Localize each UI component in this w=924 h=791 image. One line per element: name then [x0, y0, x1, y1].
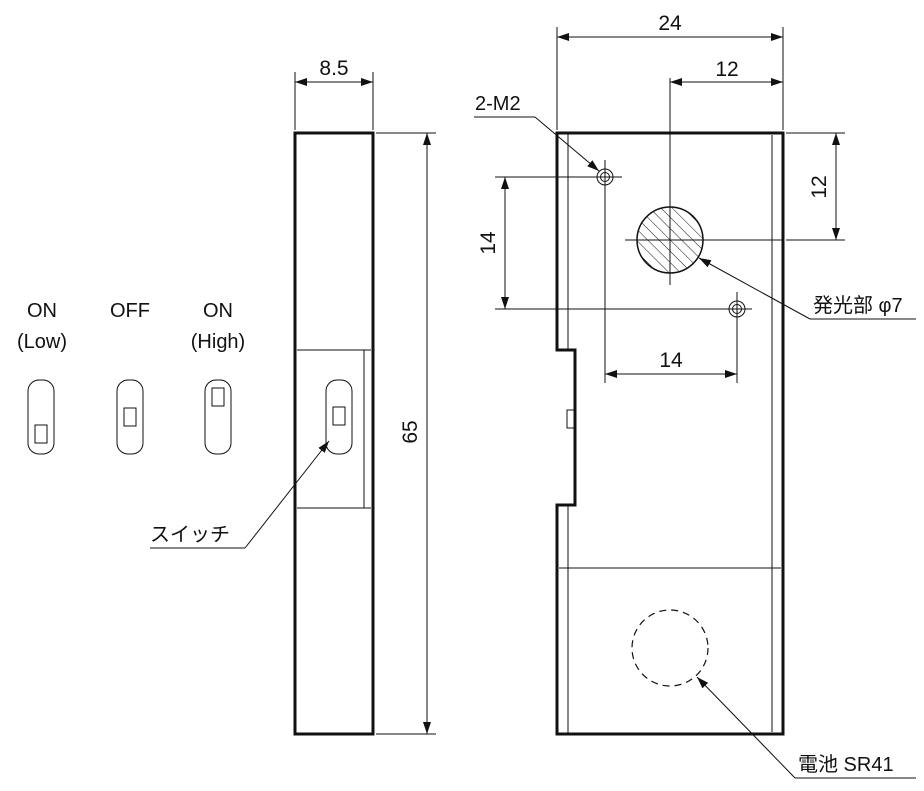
switch-position-on-low-sublabel: (Low) [17, 331, 67, 353]
switch-knob-off [123, 407, 137, 427]
height-dimension: 65 [399, 420, 422, 443]
switch-position-on-high: ON (High) [191, 300, 245, 455]
battery-outline [631, 609, 709, 687]
switch-positions-legend: ON (Low) OFF ON (High) [17, 300, 245, 455]
switch-callout-label: スイッチ [150, 524, 230, 546]
front-width-dimension: 24 [658, 12, 682, 35]
front-view: 24 12 12 14 14 2-M2 発光部 φ7 電池 SR41 [474, 12, 916, 779]
switch-position-on-low-label: ON [27, 300, 57, 322]
switch-position-on-high-sublabel: (High) [191, 331, 245, 353]
side-view-outline [293, 131, 375, 736]
switch-position-off: OFF [110, 300, 150, 455]
emitter-callout-leader [698, 257, 811, 320]
switch-position-on-high-label: ON [203, 300, 233, 322]
switch-position-on-low: ON (Low) [17, 300, 67, 455]
switch-knob-on-high [211, 387, 225, 407]
switch-callout-leader [244, 440, 330, 549]
switch-knob-on-low [34, 424, 48, 444]
switch-position-off-label: OFF [110, 300, 150, 322]
battery-callout-label: 電池 SR41 [798, 753, 894, 776]
hole-offset-x-dimension: 12 [715, 58, 738, 81]
switch-slot [566, 409, 576, 429]
side-width-dimension: 8.5 [319, 57, 348, 80]
mount-vertical-dimension: 14 [477, 231, 500, 255]
battery-callout-leader [696, 676, 796, 779]
front-view-outline [555, 131, 785, 736]
hole-offset-y-dimension: 12 [808, 175, 831, 198]
switch-icon-on-low [27, 379, 55, 455]
mount-holes-callout-leader [534, 116, 600, 172]
side-switch-knob [332, 406, 346, 426]
mount-holes-callout-label: 2-M2 [475, 93, 521, 115]
emitter-callout-label: 発光部 φ7 [813, 294, 903, 317]
mount-horizontal-dimension: 14 [659, 349, 683, 372]
switch-icon-off [116, 379, 144, 455]
switch-icon-on-high [204, 379, 232, 455]
side-view: 8.5 65 スイッチ [150, 57, 436, 736]
side-switch-icon [325, 379, 353, 455]
